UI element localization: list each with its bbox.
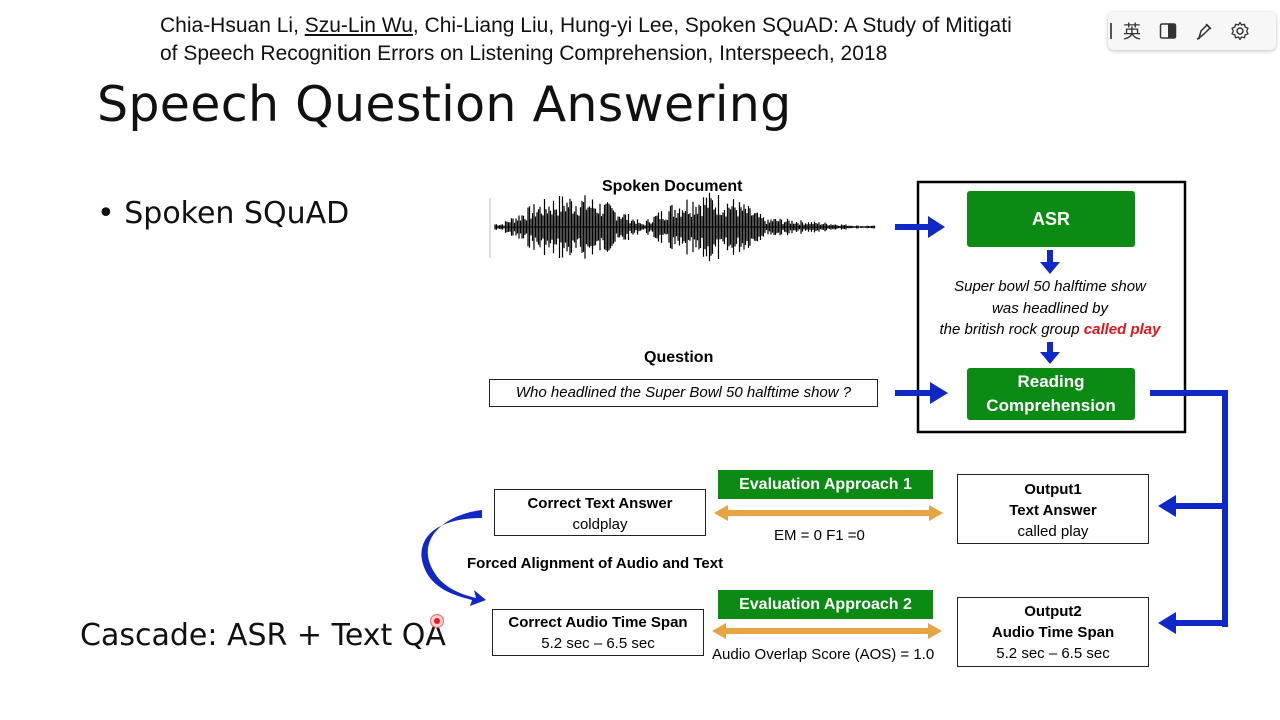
cascade-caption: Cascade: ASR + Text QA <box>80 618 446 653</box>
correct-audio-span-title: Correct Audio Time Span <box>508 614 688 631</box>
output1-box: Output1 Text Answer called play <box>957 474 1149 544</box>
output2-title: Output2 <box>1024 603 1082 620</box>
arrowhead-output2 <box>1158 612 1176 634</box>
settings-button[interactable] <box>1222 12 1258 50</box>
asr-box: ASR <box>967 191 1135 247</box>
eval1-scores: EM = 0 F1 =0 <box>774 527 865 544</box>
arrow-text-to-rc <box>1040 342 1060 364</box>
evaluation-approach-1: Evaluation Approach 1 <box>718 470 933 499</box>
citation: Chia-Hsuan Li, Szu-Lin Wu, Chi-Liang Liu… <box>160 12 1012 68</box>
correct-text-answer-value: coldplay <box>572 516 628 533</box>
correct-audio-span-box: Correct Audio Time Span 5.2 sec – 6.5 se… <box>492 609 704 656</box>
asr-transcript: Super bowl 50 halftime show was headline… <box>925 276 1175 341</box>
brush-icon <box>1196 23 1212 41</box>
asr-error-text: called play <box>1083 321 1161 338</box>
reading-comprehension-box: Reading Comprehension <box>967 368 1135 420</box>
spoken-document-label: Spoken Document <box>602 178 743 195</box>
blue-arrows <box>895 216 1228 634</box>
gear-icon <box>1231 21 1249 41</box>
evaluation-approach-2: Evaluation Approach 2 <box>718 590 933 619</box>
language-toggle-button[interactable]: 英 <box>1114 12 1150 50</box>
output1-value: called play <box>1017 523 1089 540</box>
forced-alignment-label: Forced Alignment of Audio and Text <box>467 555 724 572</box>
question-label: Question <box>644 349 714 366</box>
asr-transcript-line3-text: the british rock group <box>939 321 1084 338</box>
output1-title: Output1 <box>1024 481 1082 498</box>
model-frame <box>916 180 1187 434</box>
laser-pointer-cursor <box>430 614 444 628</box>
eval1-double-arrow <box>714 505 943 521</box>
arrowhead-output1 <box>1158 495 1176 517</box>
asr-transcript-line1: Super bowl 50 halftime show <box>954 278 1146 295</box>
orange-arrows <box>712 505 943 639</box>
forced-alignment-arrow <box>421 510 486 606</box>
correct-audio-span-value: 5.2 sec – 6.5 sec <box>541 635 655 652</box>
eval2-scores: Audio Overlap Score (AOS) = 1.0 <box>712 646 935 663</box>
arrow-to-asr <box>895 216 945 238</box>
output1-type: Text Answer <box>1009 502 1097 519</box>
output2-type: Audio Time Span <box>991 624 1115 641</box>
reading-comprehension-line1: Reading <box>1017 372 1085 391</box>
layout-button[interactable] <box>1150 12 1186 50</box>
citation-line2: of Speech Recognition Errors on Listenin… <box>160 42 888 65</box>
arrow-to-rc <box>895 382 948 404</box>
brush-button[interactable] <box>1186 12 1222 50</box>
route-to-output1 <box>1172 503 1228 509</box>
asr-transcript-line3: the british rock group called play <box>925 319 1175 341</box>
citation-line1: Chia-Hsuan Li, Szu-Lin Wu, Chi-Liang Liu… <box>160 12 1012 40</box>
bullet-spoken-squad: • Spoken SQuAD <box>97 196 350 231</box>
question-box: Who headlined the Super Bowl 50 halftime… <box>489 379 878 407</box>
floating-toolbar: 英 <box>1108 12 1276 50</box>
reading-comprehension-line2: Comprehension <box>986 396 1116 415</box>
language-label: 英 <box>1123 22 1141 42</box>
slide-title: Speech Question Answering <box>97 76 792 133</box>
layout-icon <box>1159 23 1177 39</box>
route-to-output2 <box>1172 620 1228 626</box>
route-out-horizontal <box>1150 390 1228 396</box>
output2-value: 5.2 sec – 6.5 sec <box>996 645 1110 662</box>
citation-author-link[interactable]: Szu-Lin Wu <box>304 14 413 37</box>
correct-text-answer-box: Correct Text Answer coldplay <box>494 489 706 536</box>
citation-authors-pre: Chia-Hsuan Li, <box>160 14 305 37</box>
citation-authors-post: , Chi-Liang Liu, Hung-yi Lee, Spoken SQu… <box>412 14 1012 37</box>
asr-transcript-line2: was headlined by <box>992 299 1108 317</box>
arrow-asr-down <box>1040 250 1060 274</box>
eval2-double-arrow <box>712 623 942 639</box>
correct-text-answer-title: Correct Text Answer <box>527 495 673 512</box>
output2-box: Output2 Audio Time Span 5.2 sec – 6.5 se… <box>957 597 1149 667</box>
toolbar-grip[interactable] <box>1108 23 1114 39</box>
